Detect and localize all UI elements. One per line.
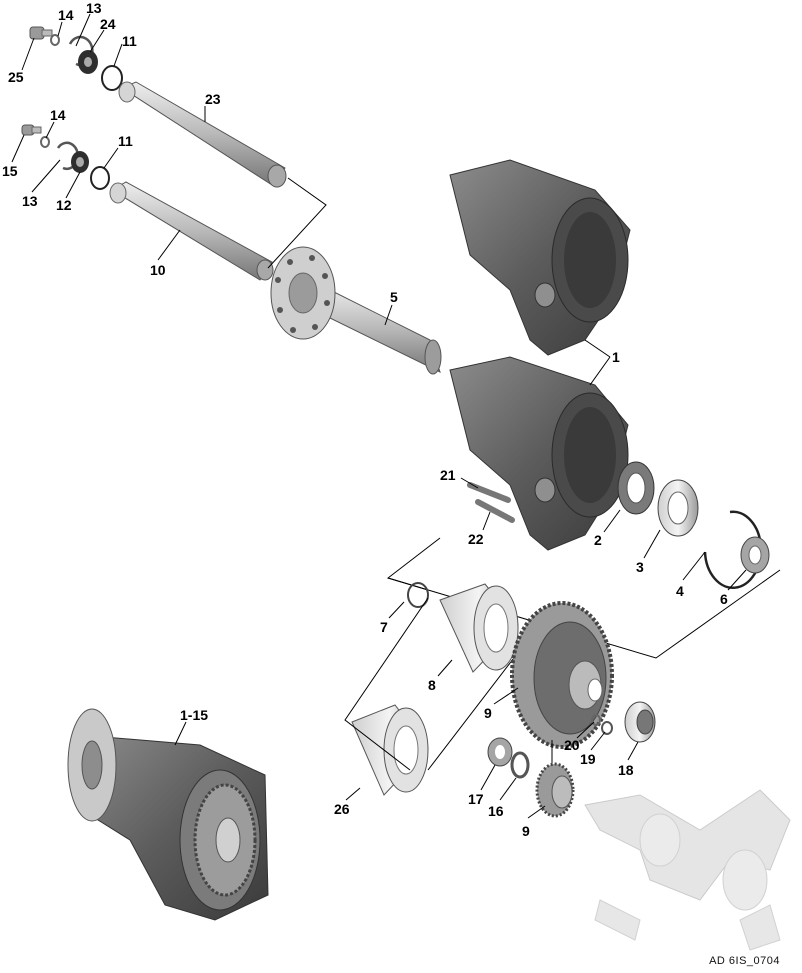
callout-19: 19 — [580, 751, 596, 767]
callout-26: 26 — [334, 801, 350, 817]
bolt-22 — [475, 499, 515, 523]
callout-16: 16 — [488, 803, 504, 819]
callout-13-lower: 13 — [22, 193, 38, 209]
callout-6: 6 — [720, 591, 728, 607]
callout-11-lower: 11 — [118, 133, 133, 149]
bearing-26 — [351, 704, 429, 796]
bearing-3 — [657, 479, 699, 537]
callout-14-upper: 14 — [58, 7, 74, 23]
washer-14-upper — [50, 34, 60, 46]
callout-9-small: 9 — [522, 823, 530, 839]
seal-12 — [71, 151, 89, 173]
callout-14-lower: 14 — [50, 107, 66, 123]
circlip-4 — [703, 510, 763, 589]
callout-15: 15 — [2, 163, 18, 179]
callout-24: 24 — [100, 16, 116, 32]
shaft-10 — [109, 181, 274, 281]
nut-6 — [740, 536, 770, 574]
bolt-15 — [21, 124, 42, 136]
callout-2: 2 — [594, 532, 602, 548]
gear-9-small — [535, 762, 575, 818]
callout-5: 5 — [390, 289, 398, 305]
seal-2 — [617, 461, 655, 515]
crankshaft-ghost — [584, 789, 791, 951]
nut-17 — [487, 737, 513, 767]
clip-19 — [601, 721, 613, 735]
callout-18: 18 — [618, 762, 634, 778]
callout-1: 1 — [612, 349, 620, 365]
drive-flange-5 — [270, 246, 442, 375]
washer-16 — [510, 751, 530, 779]
snap-ring-7 — [407, 582, 429, 608]
callout-8: 8 — [428, 677, 436, 693]
bolt-21 — [467, 482, 511, 503]
callout-10: 10 — [150, 262, 166, 278]
reference-code: AD 6IS_0704 — [709, 955, 780, 967]
callout-4: 4 — [676, 583, 684, 599]
callout-23: 23 — [205, 91, 221, 107]
washer-20 — [591, 714, 601, 726]
bearing-8 — [439, 583, 519, 673]
callout-7: 7 — [380, 619, 388, 635]
o-ring-11-lower — [90, 166, 110, 190]
seal-24 — [78, 50, 98, 74]
gearcase-housing-lower — [449, 356, 629, 551]
callout-17: 17 — [468, 791, 484, 807]
callout-21: 21 — [440, 467, 456, 483]
callout-1-15: 1-15 — [180, 707, 208, 723]
washer-14-lower — [40, 136, 50, 148]
callout-13-upper: 13 — [86, 0, 102, 16]
callout-22: 22 — [468, 531, 484, 547]
gear-9-large — [510, 601, 614, 749]
callout-9-large: 9 — [484, 705, 492, 721]
gearcase-housing-upper — [449, 159, 631, 356]
callout-3: 3 — [636, 559, 644, 575]
callout-20: 20 — [564, 737, 580, 753]
callout-25: 25 — [8, 69, 24, 85]
o-ring-11-upper — [101, 65, 123, 91]
shaft-23 — [118, 81, 287, 188]
callout-11-upper: 11 — [122, 33, 137, 49]
gearcase-assembly-1-15 — [67, 708, 269, 921]
bolt-25 — [29, 26, 53, 40]
needle-bearing-18 — [624, 701, 656, 743]
callout-12: 12 — [56, 197, 72, 213]
